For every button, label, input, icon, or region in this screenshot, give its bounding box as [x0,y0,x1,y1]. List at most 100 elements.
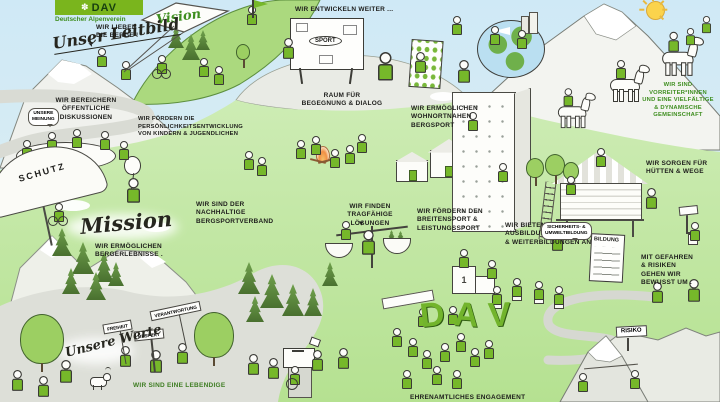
person-head [617,60,625,68]
mindmap-node [343,25,357,35]
person-body [268,366,279,379]
person-figure [244,151,254,170]
person-head [393,328,401,336]
caption-nachhaltig: WIR SIND DER NACHHALTIGE BERGSPORTVERBAN… [196,201,274,225]
person-body [392,336,402,347]
person-figure [702,16,711,34]
caption-raum: RAUM FÜR BEGEGNUNG & DIALOG [301,92,383,108]
person-head [200,58,208,66]
person-figure [38,376,49,397]
bicycle-wheel [58,216,68,226]
person-figure [512,278,522,297]
cloud [430,92,456,101]
person-head [409,338,417,346]
caption-persoenlichkeit: WIR FÖRDERN DIE PERSÖNLICHKEITSENTWICKLU… [138,116,244,138]
person-body [484,348,494,359]
person-body [345,153,355,164]
person-body [296,148,306,159]
person-figure [452,370,462,389]
caption-ausbildungen: WIR BIETEN AUSBILDUNGEN & WEITERBILDUNGE… [505,222,592,246]
rider-figure [668,31,679,52]
person-figure [97,48,107,67]
person-head [98,48,106,56]
person-head [297,140,305,148]
horse-leg [560,115,566,129]
person-body [596,156,606,167]
person-figure [248,354,259,375]
person-head [101,131,109,139]
person-head [691,222,699,230]
person-figure [492,286,502,305]
ibex-leg [101,385,103,390]
person-figure [296,140,306,159]
caption-lieben-berge: WIR LIEBEN DIE BERGE ! [96,24,139,40]
person-figure [199,58,209,77]
round-tree [526,158,544,186]
person-head [441,343,449,351]
person-body [690,230,700,241]
person-figure [652,282,663,303]
person-body [408,346,418,357]
person-body [60,369,72,383]
person-figure [119,141,129,160]
person-head [513,278,521,286]
person-body [177,351,188,364]
edelweiss-icon: ✽ [81,2,89,12]
person-head [453,16,461,24]
person-figure [345,145,355,164]
person-body [402,378,412,389]
ibex-horn [105,367,111,374]
podium-step-1: 1 [452,266,476,294]
person-figure [72,129,82,148]
person-head [647,188,656,197]
person-head [423,350,431,358]
podium-rank: 1 [461,275,467,285]
mindmap-node [296,23,308,32]
person-head [358,134,366,142]
person-head [518,30,526,38]
bubble-meinung: UNSERE MEINUNG [28,108,59,127]
person-body [492,294,502,305]
person-figure [283,38,294,59]
caption-wohnortnah: WIR ERMÖGLICHEN WOHNORTNAHEN BERGSPORT [411,105,478,129]
person-body [150,359,162,373]
person-head [416,52,425,61]
mindmap-node [319,55,333,64]
person-head [61,360,71,370]
person-head [339,348,348,357]
person-body [452,24,462,35]
person-head [245,151,253,159]
person-body [448,314,458,325]
person-figure [402,370,412,389]
sign-post [627,338,629,351]
person-body [490,34,500,45]
person-head [55,203,63,211]
caption-ehrenamt: EHRENAMTLICHES ENGAGEMENT [410,394,526,401]
signpost [686,206,688,234]
horse-leg [566,115,571,129]
person-figure [686,28,695,46]
person-head [249,354,258,363]
person-head [121,346,130,355]
horse-leg [671,62,677,76]
person-figure [338,348,349,369]
person-body [563,95,574,107]
rider-figure [616,60,626,79]
person-figure [268,358,279,379]
caption-vorreiter: WIR SIND VORREITER*INNEN UND EINE VIELFÄ… [642,82,714,119]
person-figure [60,360,72,383]
person-head [459,60,469,70]
person-head [291,366,299,374]
person-body [566,184,576,195]
dav-letters: D A V [418,295,512,335]
person-figure [470,348,480,367]
ibex-body [90,377,107,387]
person-figure [257,157,267,176]
person-figure [566,176,576,195]
person-figure [392,328,402,347]
person-head [689,279,699,289]
ibex-figure [90,367,111,390]
person-figure [452,16,462,35]
letter-v: V [487,295,512,335]
person-figure [357,134,367,153]
